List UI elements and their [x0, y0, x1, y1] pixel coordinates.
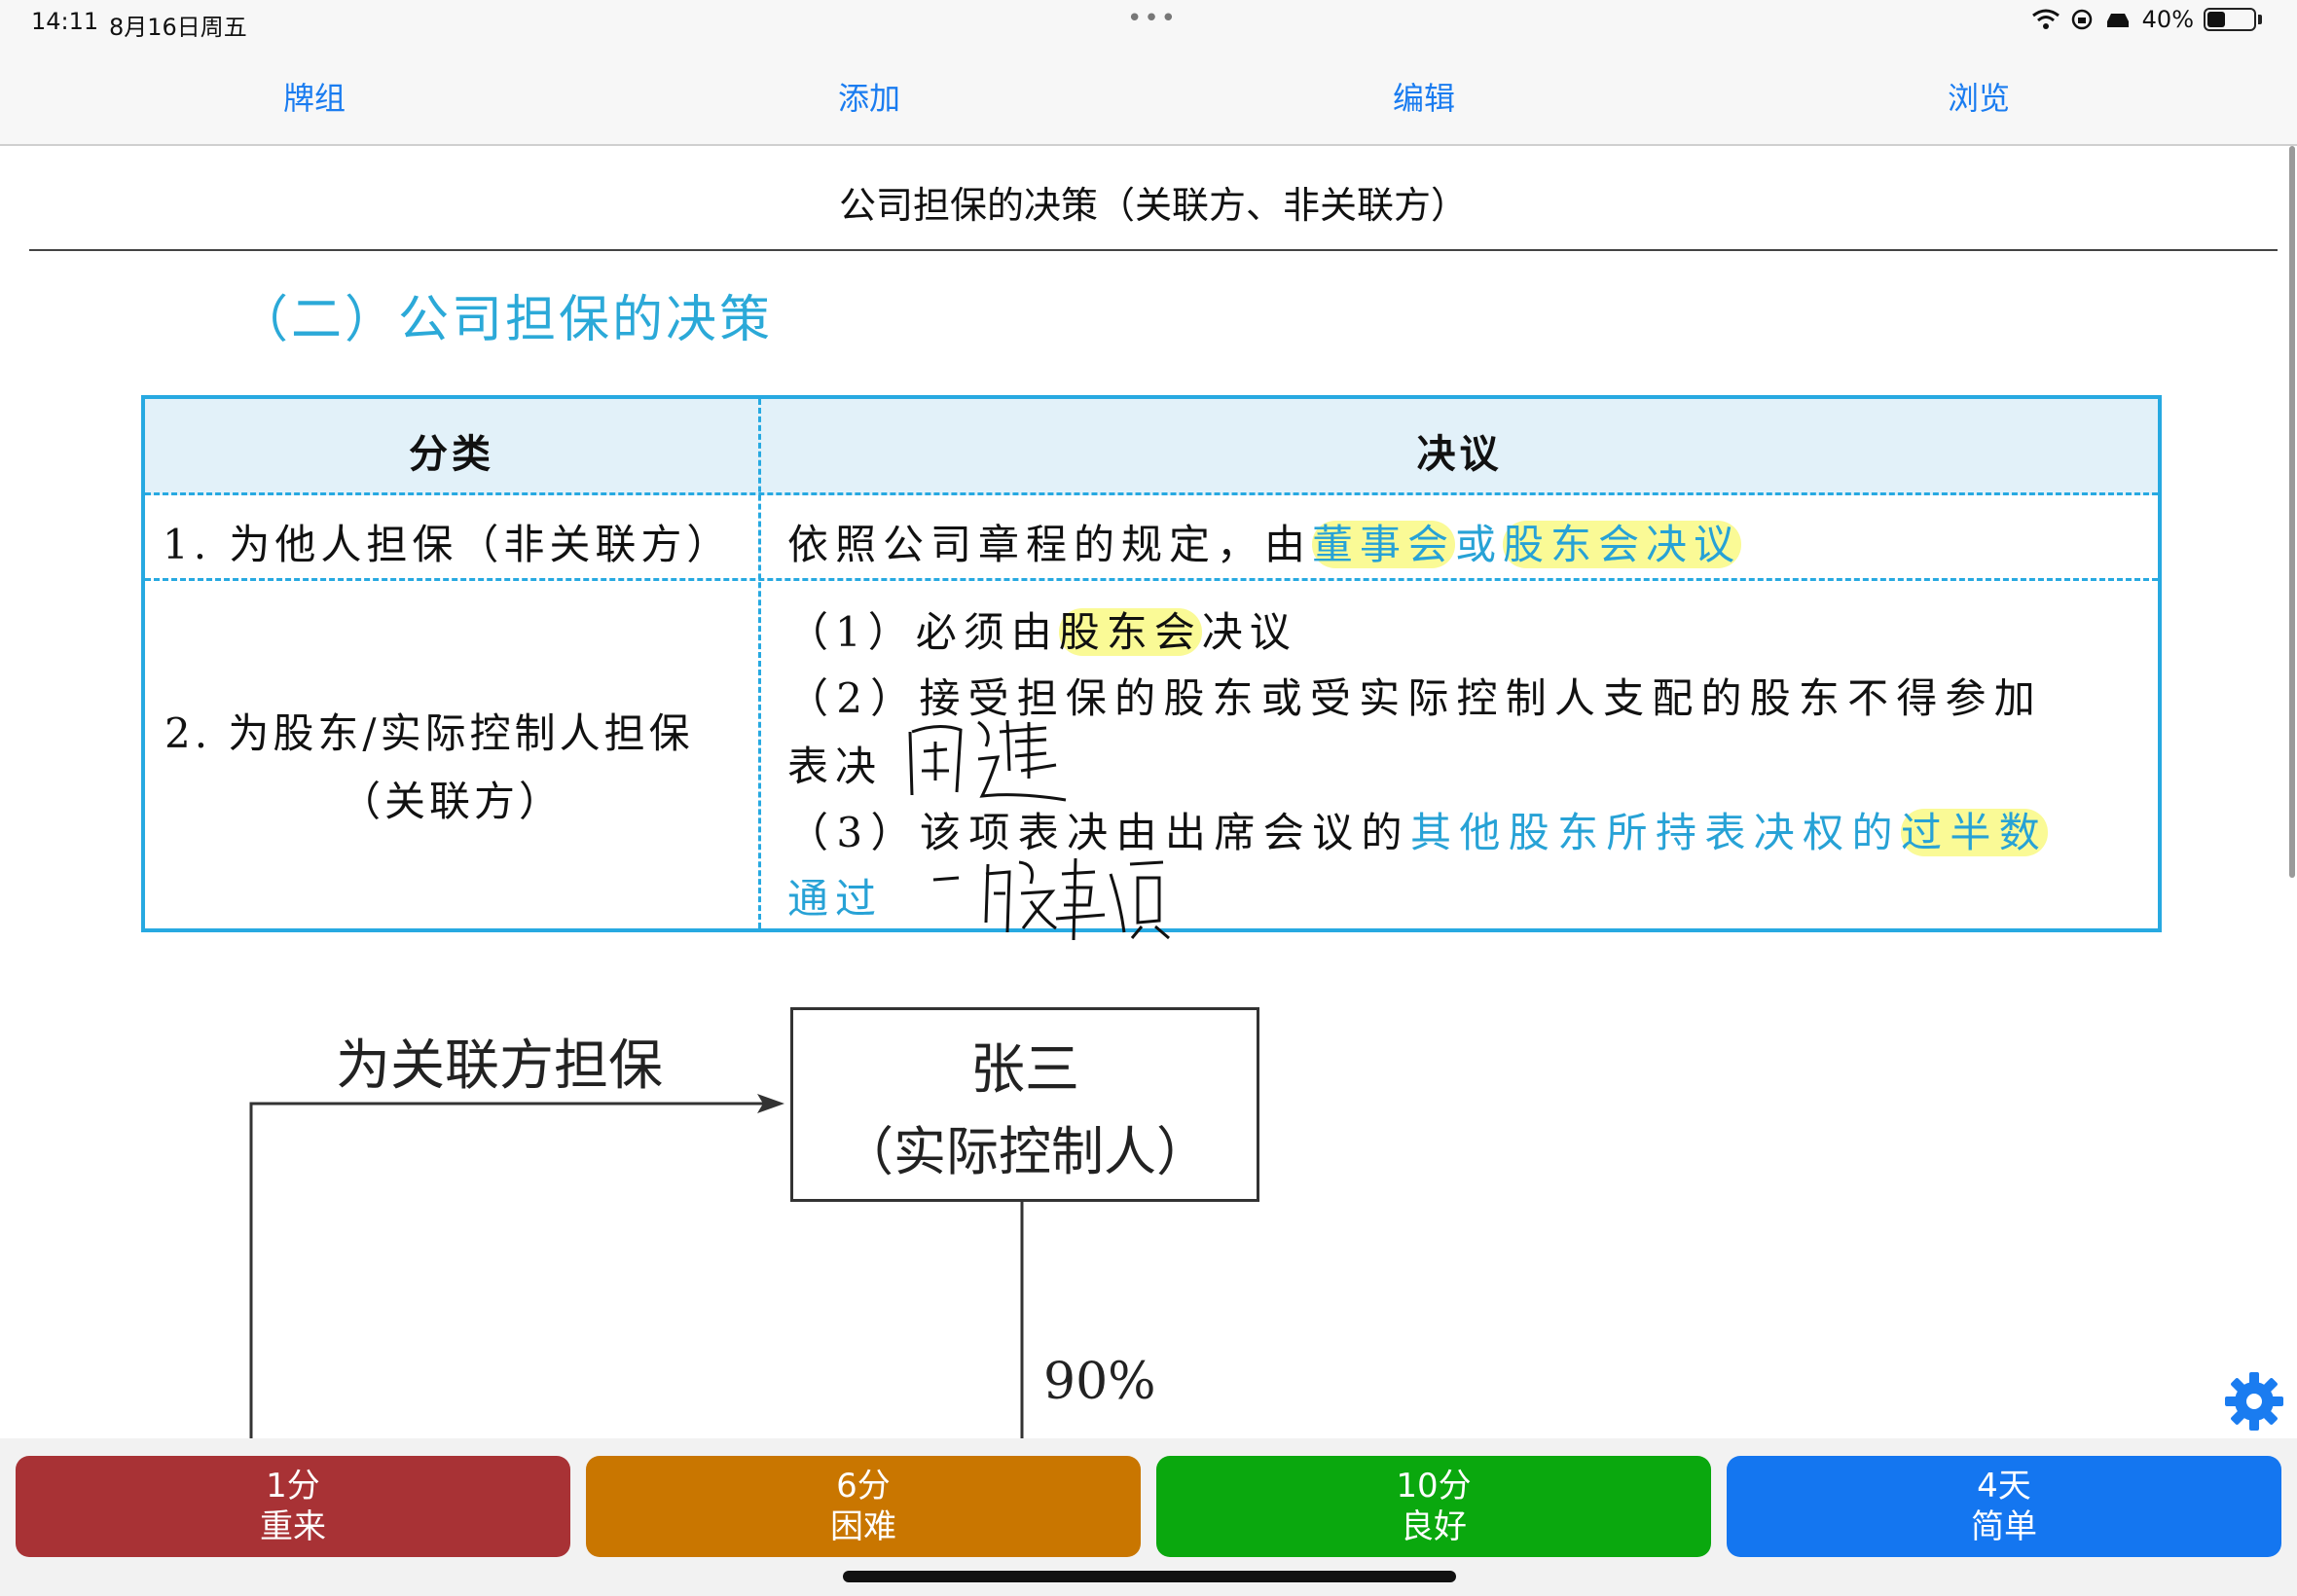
answer-bar: 1分 重来 6分 困难 10分 良好 4天 简单	[0, 1438, 2297, 1596]
home-indicator[interactable]	[843, 1571, 1456, 1582]
wifi-icon	[2031, 9, 2060, 29]
easy-button[interactable]: 4天 简单	[1727, 1456, 2281, 1557]
nav-add[interactable]: 添加	[837, 80, 900, 117]
diagram-percentage: 90%	[1043, 1353, 1156, 1411]
nav-edit[interactable]: 编辑	[1392, 80, 1455, 117]
battery-icon	[2204, 8, 2256, 31]
status-date: 8月16日周五	[109, 14, 247, 41]
diagram-box-name: 张三	[970, 1038, 1079, 1102]
handwritten-note-general-matter	[932, 857, 1170, 941]
diagram-arrow-label: 为关联方担保	[336, 1034, 663, 1098]
highlight-board: 董事会	[1312, 521, 1456, 568]
row2-item2-line1: （2）接受担保的股东或受实际控制人支配的股东不得参加	[787, 674, 2043, 722]
handwritten-note-recusal	[908, 719, 1067, 802]
highlight-majority: 过半数	[1900, 809, 2049, 856]
row1-decision: 依照公司章程的规定，由董事会或股东会决议	[787, 521, 1742, 568]
table-header	[145, 399, 2158, 495]
scrollbar[interactable]	[2289, 146, 2295, 878]
decision-table: 分类 决议 1. 为他人担保（非关联方） 依照公司章程的规定，由董事会或股东会决…	[141, 395, 2162, 932]
diagram-controller-box: 张三 （实际控制人）	[790, 1007, 1259, 1202]
diagram-arrow-head	[757, 1094, 784, 1113]
section-heading: （二）公司担保的决策	[237, 291, 774, 349]
highlight-shareholders: 股东会决议	[1503, 521, 1742, 568]
row2-item1: （1）必须由股东会决议	[787, 608, 1297, 656]
row2-category-line1: 2. 为股东/实际控制人担保	[164, 709, 694, 757]
hard-button[interactable]: 6分 困难	[586, 1456, 1141, 1557]
row2-item3-line2: 通过	[787, 875, 884, 923]
orientation-lock-icon	[2071, 9, 2092, 30]
car-icon	[2106, 14, 2129, 27]
good-button[interactable]: 10分 良好	[1156, 1456, 1711, 1557]
row2-item2-line2: 表决	[787, 743, 884, 790]
diagram-arrow-line	[249, 1102, 763, 1438]
row-divider	[145, 578, 2158, 581]
row2-category-line2: （关联方）	[340, 778, 565, 825]
card-title: 公司担保的决策（关联方、非关联方）	[838, 184, 1468, 227]
status-time: 14:11	[31, 8, 99, 35]
nav-browse[interactable]: 浏览	[1947, 80, 2010, 117]
header-decision: 决议	[1416, 432, 1503, 477]
gear-icon[interactable]	[2223, 1370, 2285, 1433]
battery-percent: 40%	[2141, 6, 2194, 33]
nav-decks[interactable]: 牌组	[282, 80, 346, 117]
status-bar: 14:11 8月16日周五 ••• 40%	[0, 0, 2297, 45]
highlight-item1: 股东会	[1058, 608, 1202, 656]
row2-item3-line1: （3）该项表决由出席会议的其他股东所持表决权的过半数	[787, 809, 2049, 856]
header-category: 分类	[409, 432, 494, 477]
row1-category: 1. 为他人担保（非关联方）	[163, 521, 733, 568]
multitasking-dots-icon[interactable]: •••	[1127, 4, 1179, 33]
title-divider	[29, 249, 2278, 251]
again-button[interactable]: 1分 重来	[16, 1456, 570, 1557]
status-indicators: 40%	[2031, 6, 2262, 33]
top-nav: 牌组 添加 编辑 浏览	[0, 45, 2297, 146]
column-divider	[758, 399, 761, 928]
diagram-box-role: （实际控制人）	[841, 1121, 1209, 1182]
